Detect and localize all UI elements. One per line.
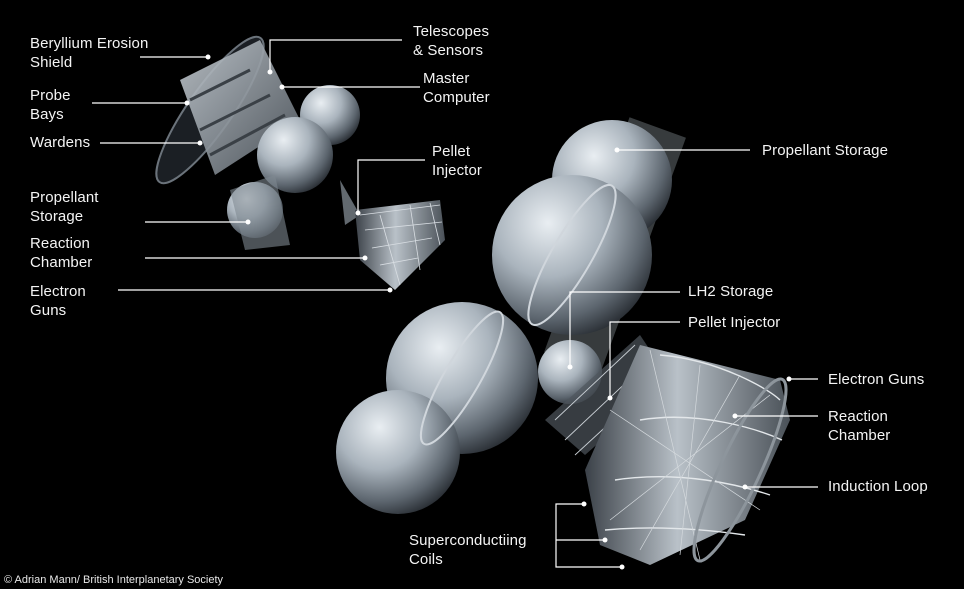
large-reaction-chamber bbox=[585, 345, 790, 565]
label-induction-loop: Induction Loop bbox=[828, 478, 928, 495]
small-craft bbox=[155, 35, 445, 290]
label-electron-guns-small: Electron Guns bbox=[30, 283, 86, 319]
sphere-small-2 bbox=[257, 117, 333, 193]
label-probe-bays: Probe Bays bbox=[30, 87, 71, 123]
small-reaction-chamber bbox=[355, 200, 445, 290]
label-telescopes-sensors: Telescopes & Sensors bbox=[413, 23, 490, 59]
label-beryllium-erosion-shield: Beryllium Erosion Shield bbox=[30, 35, 149, 71]
label-propellant-storage-large: Propellant Storage bbox=[762, 142, 889, 159]
label-pellet-injector-small: Pellet Injector bbox=[432, 143, 482, 179]
sphere-large-4 bbox=[336, 390, 460, 514]
label-master-computer: Master Computer bbox=[423, 70, 490, 106]
leader-lines bbox=[92, 39, 818, 570]
label-pellet-injector-large: Pellet Injector bbox=[688, 314, 781, 331]
label-reaction-chamber-small: Reaction Chamber bbox=[30, 235, 93, 271]
label-propellant-storage-small: Propellant Storage bbox=[30, 189, 99, 225]
induction-ring bbox=[692, 377, 788, 563]
hull-panels bbox=[189, 68, 286, 157]
label-lh2-storage: LH2 Storage bbox=[688, 283, 774, 300]
label-wardens: Wardens bbox=[30, 134, 91, 151]
label-reaction-chamber-large: Reaction Chamber bbox=[828, 408, 891, 444]
large-craft bbox=[336, 117, 790, 565]
label-superconducting-coils: Superconductiing Coils bbox=[409, 532, 527, 568]
sphere-large-2 bbox=[492, 175, 652, 335]
image-credit: © Adrian Mann/ British Interplanetary So… bbox=[4, 574, 224, 586]
label-electron-guns-large: Electron Guns bbox=[828, 371, 925, 388]
